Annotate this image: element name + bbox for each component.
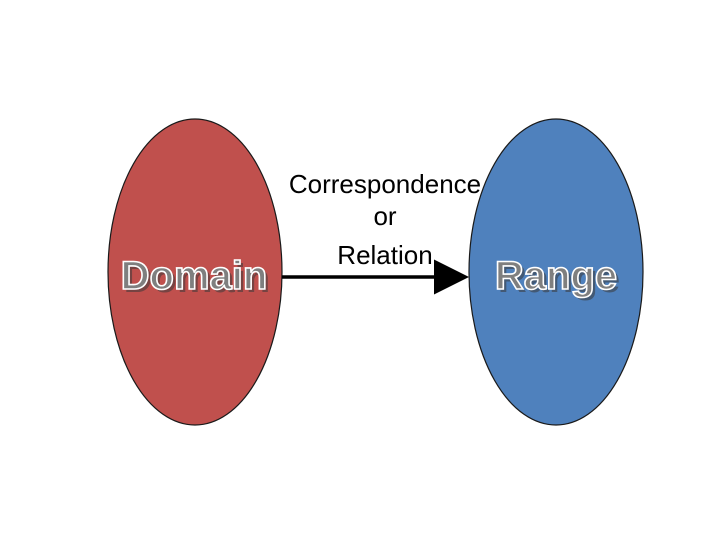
- domain-label-shadow: Domain: [124, 257, 271, 301]
- domain-ellipse: [107, 118, 283, 426]
- range-label: Range: [495, 254, 617, 298]
- relation-label-line1: Correspondence: [289, 169, 481, 199]
- range-ellipse: [468, 118, 644, 426]
- relation-label-line3: Relation: [337, 240, 432, 270]
- domain-label: Domain: [121, 254, 268, 298]
- range-label-shadow: Range: [498, 257, 620, 301]
- relation-label-line2: or: [373, 201, 396, 231]
